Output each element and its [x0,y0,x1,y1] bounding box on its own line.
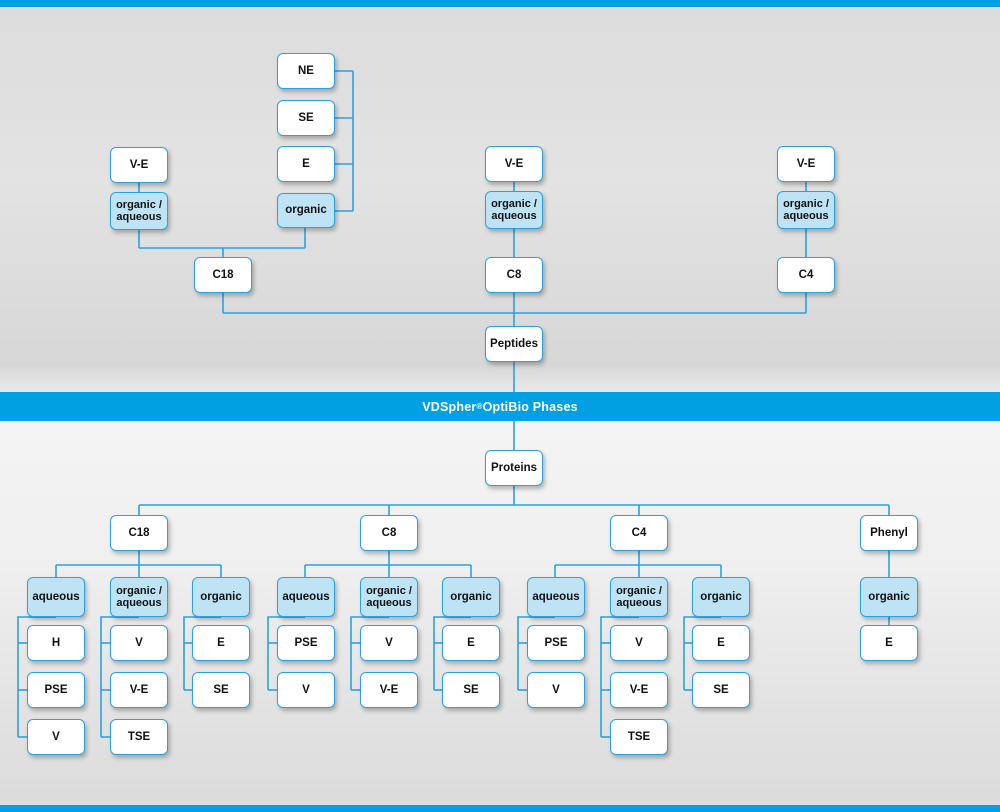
node-proteins-c4-organic-aqueous[interactable]: organic / aqueous [610,577,668,617]
banner-product: OptiBio Phases [482,399,578,414]
node-peptides-c18-organic[interactable]: organic [277,193,335,228]
node-peptides-c8[interactable]: C8 [485,257,543,293]
section-banner: VDSpher® OptiBio Phases [0,392,1000,421]
bottom-accent-bar [0,805,1000,812]
node-proteins-c18-organic-e[interactable]: E [192,625,250,661]
node-proteins-c18-organic-se[interactable]: SE [192,672,250,708]
node-proteins-c4-orgaq-ve[interactable]: V-E [610,672,668,708]
node-proteins-c4[interactable]: C4 [610,515,668,551]
node-proteins-c4-organic[interactable]: organic [692,577,750,617]
node-proteins-c18-aqueous-v[interactable]: V [27,719,85,755]
node-proteins-c8-orgaq-v[interactable]: V [360,625,418,661]
node-proteins-c4-orgaq-v[interactable]: V [610,625,668,661]
node-peptides-c8-ve[interactable]: V-E [485,146,543,182]
node-proteins-c18-aqueous[interactable]: aqueous [27,577,85,617]
node-peptides-c18-organic-aqueous[interactable]: organic / aqueous [110,192,168,230]
node-proteins-c18-aqueous-h[interactable]: H [27,625,85,661]
node-peptides-c4[interactable]: C4 [777,257,835,293]
node-proteins-c18-orgaq-v[interactable]: V [110,625,168,661]
node-proteins-c18-organic[interactable]: organic [192,577,250,617]
node-proteins-c18-orgaq-ve[interactable]: V-E [110,672,168,708]
node-proteins-c8-aqueous-v[interactable]: V [277,672,335,708]
node-proteins-c8-aqueous-pse[interactable]: PSE [277,625,335,661]
node-proteins-c8-aqueous[interactable]: aqueous [277,577,335,617]
node-proteins-c4-orgaq-tse[interactable]: TSE [610,719,668,755]
node-proteins-phenyl-organic[interactable]: organic [860,577,918,617]
node-peptides-root[interactable]: Peptides [485,326,543,362]
node-proteins-c4-aqueous[interactable]: aqueous [527,577,585,617]
node-proteins-c8-organic-aqueous[interactable]: organic / aqueous [360,577,418,617]
node-peptides-c18-ve[interactable]: V-E [110,147,168,183]
top-accent-bar [0,0,1000,7]
node-peptides-c18-ne[interactable]: NE [277,53,335,89]
node-peptides-c18-se[interactable]: SE [277,100,335,136]
node-proteins-c18-orgaq-tse[interactable]: TSE [110,719,168,755]
node-proteins-c8-orgaq-ve[interactable]: V-E [360,672,418,708]
node-proteins-c8-organic-se[interactable]: SE [442,672,500,708]
node-peptides-c18-e[interactable]: E [277,146,335,182]
node-proteins-phenyl[interactable]: Phenyl [860,515,918,551]
node-proteins-c4-aqueous-v[interactable]: V [527,672,585,708]
node-proteins-c18-aqueous-pse[interactable]: PSE [27,672,85,708]
node-proteins-c4-aqueous-pse[interactable]: PSE [527,625,585,661]
node-proteins-root[interactable]: Proteins [485,450,543,486]
node-proteins-c8-organic[interactable]: organic [442,577,500,617]
node-proteins-c18-organic-aqueous[interactable]: organic / aqueous [110,577,168,617]
node-proteins-c8[interactable]: C8 [360,515,418,551]
node-proteins-c18[interactable]: C18 [110,515,168,551]
node-proteins-c8-organic-e[interactable]: E [442,625,500,661]
node-proteins-c4-organic-e[interactable]: E [692,625,750,661]
node-proteins-phenyl-organic-e[interactable]: E [860,625,918,661]
node-peptides-c4-ve[interactable]: V-E [777,146,835,182]
banner-brand: VDSpher [422,399,477,414]
node-peptides-c18[interactable]: C18 [194,257,252,293]
node-proteins-c4-organic-se[interactable]: SE [692,672,750,708]
node-peptides-c4-organic-aqueous[interactable]: organic / aqueous [777,191,835,229]
node-peptides-c8-organic-aqueous[interactable]: organic / aqueous [485,191,543,229]
